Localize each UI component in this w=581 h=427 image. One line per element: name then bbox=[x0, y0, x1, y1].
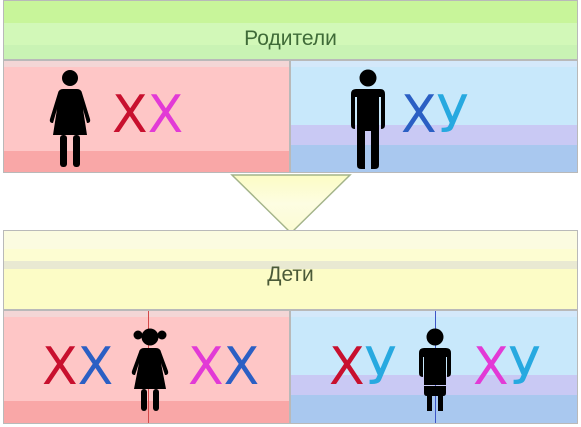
children-title: Дети bbox=[267, 263, 314, 286]
boy-icon bbox=[419, 328, 451, 411]
daughter-chromosomes-2: XX bbox=[188, 341, 259, 393]
father-chromosomes: XУ bbox=[401, 89, 468, 141]
chromosome-x: X bbox=[147, 85, 184, 145]
father-panel: XУ bbox=[290, 60, 578, 173]
chromosome-x: X bbox=[401, 85, 437, 145]
man-icon bbox=[351, 69, 385, 169]
chromosome-x: X bbox=[77, 337, 114, 397]
daughters-panel: XX XX bbox=[3, 310, 290, 424]
children-header: Дети bbox=[3, 230, 578, 310]
chromosome-x: X bbox=[473, 337, 509, 397]
woman-icon bbox=[49, 70, 91, 167]
mother-chromosomes: XX bbox=[112, 89, 183, 141]
mother-panel: XX bbox=[3, 60, 290, 173]
chromosome-y: У bbox=[436, 85, 469, 145]
girl-icon bbox=[131, 328, 169, 411]
sons-panel: XУ XУ bbox=[290, 310, 578, 424]
chromosome-x: X bbox=[329, 337, 365, 397]
parents-header: Родители bbox=[3, 0, 578, 60]
chromosome-x: X bbox=[223, 337, 260, 397]
chromosome-x: X bbox=[188, 337, 224, 397]
son-chromosomes-1: XУ bbox=[329, 341, 396, 393]
daughter-chromosomes-1: XX bbox=[42, 341, 113, 393]
down-arrow-icon bbox=[230, 174, 352, 235]
son-chromosomes-2: XУ bbox=[473, 341, 540, 393]
chromosome-y: У bbox=[508, 337, 541, 397]
chromosome-x: X bbox=[42, 337, 78, 397]
chromosome-y: У bbox=[364, 337, 397, 397]
parents-title: Родители bbox=[244, 27, 337, 50]
chromosome-x: X bbox=[112, 85, 148, 145]
